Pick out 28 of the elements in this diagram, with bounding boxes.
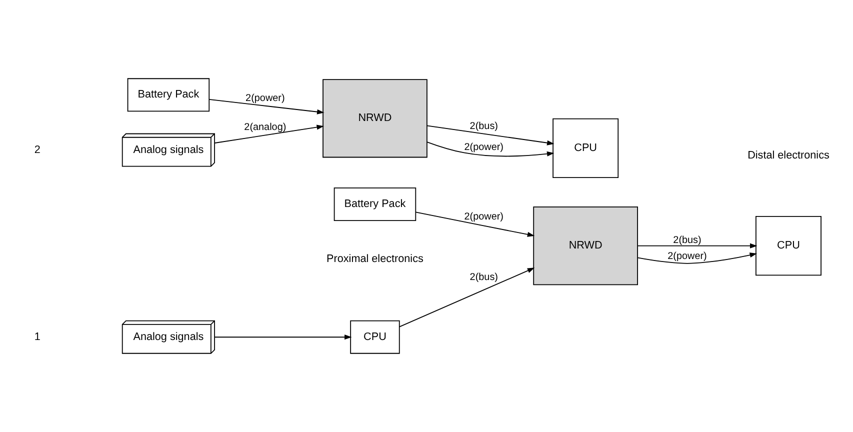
arrow xyxy=(398,268,535,328)
arrow xyxy=(426,142,554,157)
node-box: CPU xyxy=(756,216,822,276)
edge-label: 2(power) xyxy=(464,211,504,222)
node-box: CPU xyxy=(350,320,400,354)
arrow xyxy=(214,124,324,144)
arrow xyxy=(426,125,554,146)
edge-label: 2(bus) xyxy=(470,272,498,283)
label: 2 xyxy=(34,144,40,156)
node-box: Battery Pack xyxy=(127,78,210,112)
label: Distal electronics xyxy=(748,149,830,162)
arrow xyxy=(637,252,758,264)
label: Proximal electronics xyxy=(326,253,424,266)
arrow xyxy=(214,334,352,340)
edge-label: 2(bus) xyxy=(673,234,702,246)
edge-label: 2(power) xyxy=(246,93,285,104)
node-box: CPU xyxy=(552,118,619,178)
node-box: Battery Pack xyxy=(334,188,416,221)
label: 1 xyxy=(34,330,40,343)
arrow xyxy=(415,212,535,237)
arrow xyxy=(637,243,758,248)
node-box: NRWD xyxy=(322,79,428,158)
arrow xyxy=(208,99,324,114)
node-box: NRWD xyxy=(533,206,638,286)
edge-label: 2(power) xyxy=(668,251,707,262)
edge-label: 2(analog) xyxy=(244,122,286,133)
edge-label: 2(bus) xyxy=(470,121,498,132)
edge-label: 2(power) xyxy=(464,142,504,153)
